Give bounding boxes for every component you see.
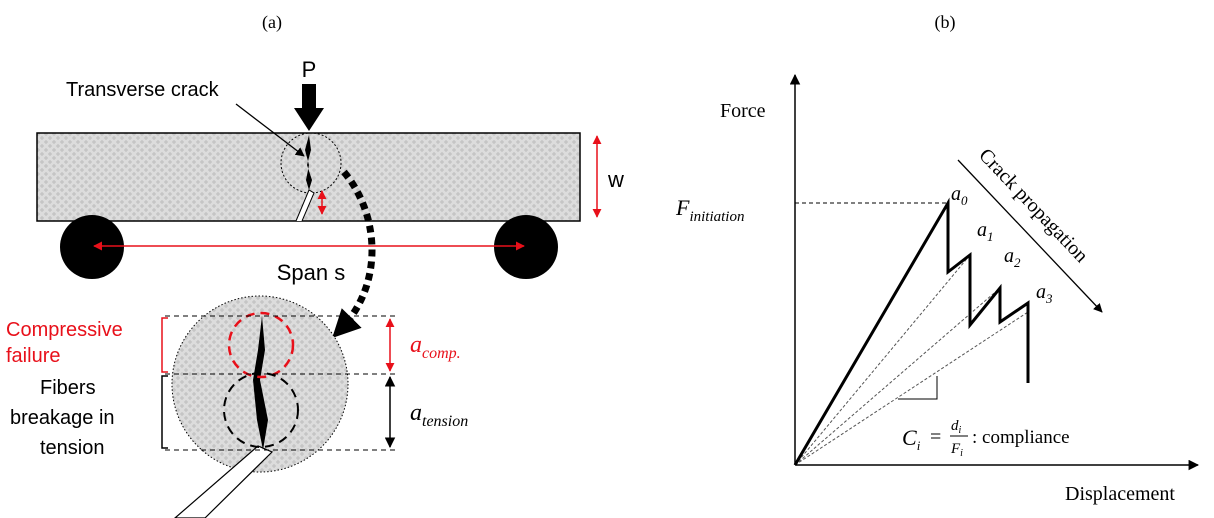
crack-propagation-arrow [957,159,1103,313]
crack-point-a3: a3 [1036,281,1053,306]
crack-label: Transverse crack [66,79,220,101]
panel-b: (b) Force Displacement Finitiation a0 a1… [675,12,1200,505]
y-axis-label: Force [720,100,766,122]
svg-text:di: di [951,418,962,436]
zoom-crack [253,316,268,450]
span-label: Span s [277,260,346,285]
compressive-label-1: Compressive [6,319,123,341]
load-label: P [302,57,317,82]
svg-text:: compliance: : compliance [972,427,1070,448]
zoom-arrow [332,169,376,339]
svg-text:Fi: Fi [950,441,963,459]
compressive-bracket [161,317,168,373]
a-comp-label: acomp. [410,332,461,362]
panel-a: (a) Span s w P Transverse crack [6,12,624,518]
crack-zone-circle [280,132,342,194]
crack-in-beam [305,135,312,190]
x-axis-label: Displacement [1065,483,1175,505]
compressive-label-2: failure [6,345,60,367]
compliance-line-1 [794,254,971,466]
panel-b-label: (b) [935,12,956,33]
crack-point-a0: a0 [951,183,968,208]
crack-point-a2: a2 [1004,245,1021,270]
fibers-label-1: Fibers [40,377,96,399]
compliance-line-2 [794,287,1001,466]
compliance-formula: Ci = di Fi : compliance [902,418,1070,459]
fibers-label-2: breakage in [10,407,115,429]
zoom-notch [174,445,274,518]
panel-a-label: (a) [262,12,282,33]
right-support [494,215,558,279]
load-curve [793,197,1030,466]
crack-point-a1: a1 [977,219,994,244]
crack-propagation-label: Crack propagation [974,144,1092,267]
slope-triangle [898,376,938,400]
width-label: w [607,167,624,192]
svg-text:Ci: Ci [902,425,921,453]
notch [295,189,315,222]
fibers-label-3: tension [40,437,105,459]
compliance-line-3 [794,311,1029,466]
tension-bracket [161,375,168,449]
a-tension-label: atension [410,400,468,430]
compression-circle [227,311,295,379]
left-support [60,215,124,279]
crack-pointer [235,103,305,157]
f-initiation-label: Finitiation [675,195,744,225]
load-arrow [294,84,324,131]
tension-circle [223,372,299,448]
svg-text:=: = [930,426,941,448]
